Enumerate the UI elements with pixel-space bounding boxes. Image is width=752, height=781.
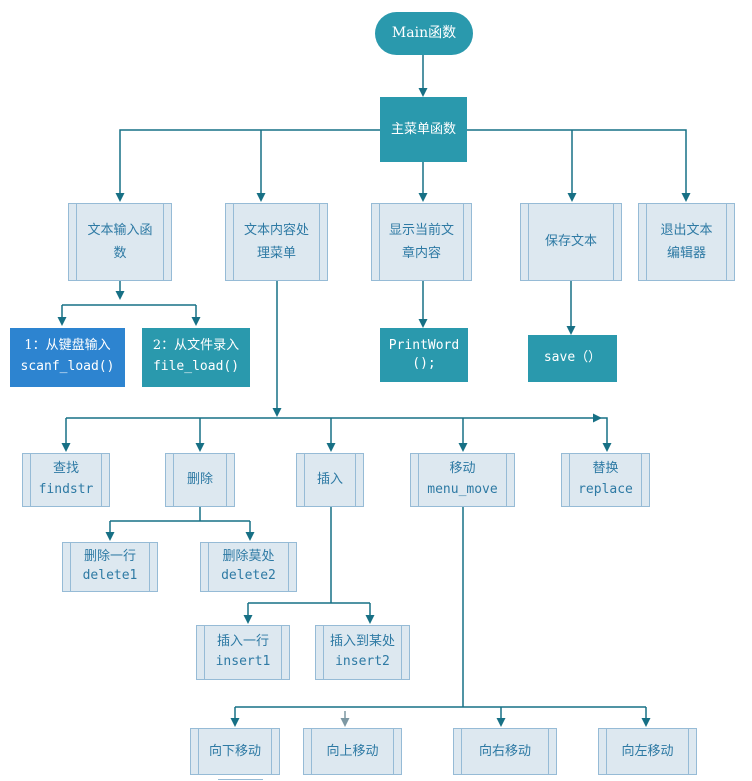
node-label: 查找 [52,461,79,477]
node-code: menu_move [427,481,498,497]
node-insert-line: 插入一行 insert1 [196,625,290,680]
node-label: 替换 [592,461,619,477]
node-content-menu: 文本内容处理菜单 [225,203,328,281]
node-label: 主菜单函数 [390,121,456,137]
node-label: 退出文本编辑器 [660,222,713,261]
node-replace: 替换 replace [561,453,650,507]
node-move: 移动 menu_move [410,453,515,507]
node-label: 文本输入函数 [87,222,153,261]
node-save-text: 保存文本 [520,203,622,281]
node-code: PrintWord(); [388,337,460,371]
node-main-menu: 主菜单函数 [380,97,467,162]
node-text-input: 文本输入函数 [68,203,172,281]
node-label: Main函数 [391,24,457,41]
node-code: save（） [543,350,602,366]
node-label: 插入到某处 [329,634,395,650]
node-code: insert2 [335,653,390,669]
node-insert-somewhere: 插入到某处 insert2 [315,625,410,680]
node-label: 移动 [449,461,476,477]
node-code: insert1 [215,653,271,669]
node-code: replace [578,481,633,497]
node-move-left: 向左移动 [598,728,697,775]
clipped-box-edge [218,779,263,780]
node-label: 插入 [316,472,343,488]
node-delete: 删除 [165,453,235,507]
node-main-function: Main函数 [375,12,473,55]
node-code: findstr [38,481,94,497]
node-delete-somewhere: 删除莫处 delete2 [200,542,297,592]
node-move-down: 向下移动 [190,728,280,775]
node-code: delete1 [82,568,138,584]
node-find: 查找 findstr [22,453,110,507]
node-label: 插入一行 [216,634,269,650]
node-move-up: 向上移动 [303,728,402,775]
node-label: 文本内容处理菜单 [243,222,309,261]
node-label: 删除 [186,472,213,488]
node-insert: 插入 [296,453,364,507]
node-label: 删除一行 [83,548,136,564]
node-label: 删除莫处 [222,548,275,564]
node-code: file_load() [152,359,240,375]
node-file-input: 2：从文件录入 file_load() [142,328,250,387]
node-printword: PrintWord(); [380,328,468,382]
node-code: delete2 [221,568,276,584]
node-label: 向上移动 [326,743,379,759]
node-label: 保存文本 [544,234,597,250]
node-label: 1：从键盘输入 [24,338,111,354]
node-label: 2：从文件录入 [152,338,240,354]
node-label: 向左移动 [621,743,674,759]
node-label: 向右移动 [478,743,531,759]
node-label: 显示当前文章内容 [388,222,454,261]
node-save-fn: save（） [528,335,617,382]
node-move-right: 向右移动 [453,728,557,775]
node-display-content: 显示当前文章内容 [371,203,472,281]
node-exit-editor: 退出文本编辑器 [638,203,735,281]
node-keyboard-input: 1：从键盘输入 scanf_load() [10,328,125,387]
node-code: scanf_load() [20,359,115,375]
node-label: 向下移动 [208,743,261,759]
node-delete-line: 删除一行 delete1 [62,542,158,592]
